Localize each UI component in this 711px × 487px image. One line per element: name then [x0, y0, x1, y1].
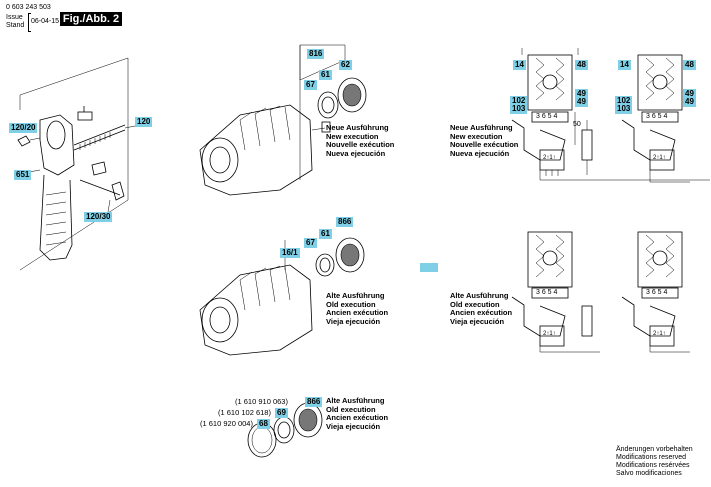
- wire-label-102: 102: [510, 96, 528, 106]
- gear-housing-old: [199, 237, 365, 356]
- label-16-1: 16/1: [280, 248, 300, 258]
- cap-value: 50: [573, 121, 581, 128]
- gear-housing-new: [199, 44, 367, 196]
- part-no-3: (1 610 920 004): [200, 419, 253, 428]
- label-866-old: 866: [336, 217, 354, 227]
- switch-label-old-2: 2↑1↑: [653, 331, 666, 337]
- wire-label-48: 48: [575, 60, 588, 70]
- label-67-old: 67: [304, 238, 317, 248]
- wire2-label-49a: 49: [683, 89, 696, 99]
- wire-label-49b: 49: [575, 97, 588, 107]
- wire2-label-14: 14: [618, 60, 631, 70]
- wiring-diagram-new-2: [621, 54, 690, 183]
- label-62: 62: [339, 60, 352, 70]
- label-651: 651: [14, 170, 32, 180]
- wire2-label-49b: 49: [683, 97, 696, 107]
- label-61-new: 61: [319, 70, 332, 80]
- side-handle-drawing: [17, 57, 136, 271]
- terminal-block-new-2: 3 6 5 4: [646, 113, 668, 120]
- label-866-parts: 866: [305, 397, 323, 407]
- switch-label-new-2: 2↑1↑: [653, 155, 666, 161]
- wire-label-49a: 49: [575, 89, 588, 99]
- issue-bracket: [28, 13, 31, 32]
- wiring-diagram-old-2: [621, 231, 690, 353]
- part-number: 0 603 243 503: [6, 4, 51, 11]
- label-68: 68: [257, 419, 270, 429]
- label-816: 816: [307, 49, 325, 59]
- wire2-label-102: 102: [615, 96, 633, 106]
- terminal-block-old-1: 3 6 5 4: [536, 289, 558, 296]
- figure-title: Fig./Abb. 2: [60, 12, 122, 26]
- blank-marker: [420, 263, 438, 272]
- switch-label-new-1: 2↑1↑: [543, 155, 556, 161]
- label-67-new: 67: [304, 80, 317, 90]
- label-120: 120: [135, 117, 153, 127]
- wiring-diagram-new-1: [511, 48, 710, 181]
- label-69: 69: [275, 408, 288, 418]
- wire-label-14: 14: [513, 60, 526, 70]
- terminal-block-old-2: 3 6 5 4: [646, 289, 668, 296]
- label-61-old: 61: [319, 229, 332, 239]
- issue-label: Issue: [6, 14, 23, 21]
- wiring-diagram-old-1: [511, 231, 600, 353]
- issue-date: 06-04-15: [31, 18, 60, 25]
- wire-label-103: 103: [510, 104, 528, 114]
- stand-label: Stand: [6, 22, 25, 29]
- wire2-label-48: 48: [683, 60, 696, 70]
- wire2-label-103: 103: [615, 104, 633, 114]
- label-120-30: 120/30: [84, 212, 113, 222]
- label-120-20: 120/20: [9, 123, 38, 133]
- terminal-block-new-1: 3 6 5 4: [536, 113, 558, 120]
- part-no-2: (1 610 102 618): [218, 408, 271, 417]
- switch-label-old-1: 2↑1↑: [543, 331, 556, 337]
- part-no-1: (1 610 910 063): [235, 397, 288, 406]
